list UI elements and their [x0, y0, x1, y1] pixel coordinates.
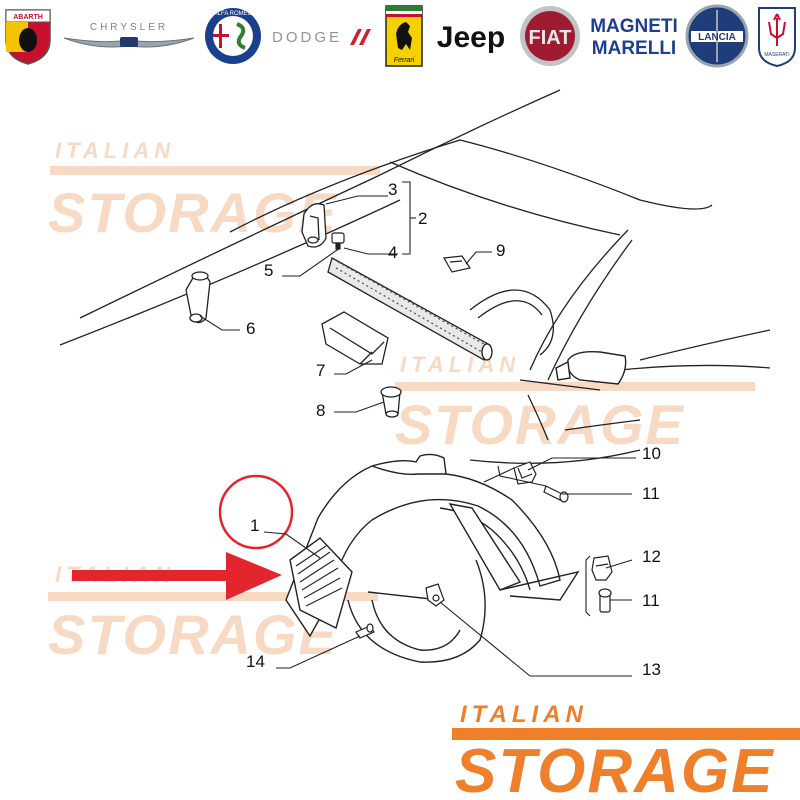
svg-text:ITALIAN: ITALIAN: [460, 701, 588, 728]
svg-text:Jeep: Jeep: [437, 21, 505, 54]
part-10-nut: [513, 461, 537, 485]
callout-11-lower: 11: [642, 591, 660, 610]
part-3-bracket: [301, 203, 327, 248]
chrysler-logo: CHRYSLER: [62, 4, 196, 68]
part-11-bolt-lower: [598, 588, 612, 613]
svg-text:MARELLI: MARELLI: [592, 38, 676, 59]
alfa-romeo-logo: ALFA ROMEO: [202, 4, 264, 68]
callout-11-upper: 11: [642, 484, 660, 503]
abarth-logo: ABARTH: [0, 4, 56, 68]
car-body-outline: [59, 89, 771, 464]
side-mirror: [555, 350, 627, 385]
part-9-clip: [443, 255, 471, 273]
callout-1: 1: [250, 516, 259, 535]
svg-text:MASERATI: MASERATI: [764, 52, 789, 58]
callout-4: 4: [388, 243, 397, 262]
svg-text:ITALIAN: ITALIAN: [55, 138, 175, 163]
ferrari-logo: Ferrari: [384, 4, 424, 68]
callout-labels: 1 2 3 4 5 6 7 8 9 10 11 12 11 13 14: [246, 180, 661, 679]
svg-text:STORAGE: STORAGE: [395, 393, 685, 456]
callout-2: 2: [418, 209, 427, 228]
italian-storage-logo: ITALIAN STORAGE: [452, 701, 800, 800]
watermark-lower: ITALIAN STORAGE: [48, 562, 378, 666]
callout-9: 9: [496, 241, 505, 260]
part-13-fastener: [425, 583, 445, 607]
svg-text:MAGNETI: MAGNETI: [590, 16, 678, 37]
part-12-clip: [591, 555, 613, 581]
callout-14: 14: [246, 652, 265, 671]
callout-5: 5: [264, 261, 273, 280]
svg-text:FIAT: FIAT: [529, 27, 572, 49]
lancia-logo: LANCIA: [684, 4, 750, 68]
red-pointer-arrow: [72, 552, 282, 600]
part-4-seal-strip: [327, 257, 493, 361]
watermark-top: ITALIAN STORAGE: [48, 138, 380, 244]
svg-text:Ferrari: Ferrari: [394, 57, 415, 64]
jeep-logo: Jeep: [428, 4, 514, 68]
leader-lines: [199, 181, 636, 677]
svg-text:LANCIA: LANCIA: [698, 32, 736, 43]
dodge-logo: DODGE: [270, 4, 376, 68]
part-8-grommet: [380, 386, 402, 418]
svg-text:STORAGE: STORAGE: [48, 603, 338, 666]
svg-text:CHRYSLER: CHRYSLER: [90, 22, 168, 33]
svg-text:STORAGE: STORAGE: [48, 181, 338, 244]
part-7-cover: [321, 311, 389, 365]
part-1-wheel-arch-liner: [285, 453, 580, 663]
part-5-clip: [331, 232, 345, 250]
fiat-logo: FIAT: [516, 4, 584, 68]
maserati-logo: MASERATI: [754, 4, 800, 68]
brand-logo-bar: ABARTH CHRYSLER ALFA ROMEO: [0, 0, 800, 72]
callout-7: 7: [316, 361, 325, 380]
callout-12: 12: [642, 547, 661, 566]
svg-text:STORAGE: STORAGE: [455, 737, 774, 800]
callout-6: 6: [246, 319, 255, 338]
callout-3: 3: [388, 180, 397, 199]
svg-text:ABARTH: ABARTH: [13, 14, 43, 21]
part-6-hose: [185, 271, 211, 324]
svg-text:ALFA ROMEO: ALFA ROMEO: [214, 11, 253, 17]
callout-13: 13: [642, 660, 661, 679]
callout-10: 10: [642, 444, 661, 463]
svg-text:DODGE: DODGE: [272, 29, 342, 46]
magneti-marelli-logo: MAGNETI MARELLI: [588, 4, 680, 68]
callout-8: 8: [316, 401, 325, 420]
highlight-circle: [218, 474, 294, 550]
svg-text:ITALIAN: ITALIAN: [400, 352, 520, 377]
part-14-screw: [355, 623, 375, 639]
